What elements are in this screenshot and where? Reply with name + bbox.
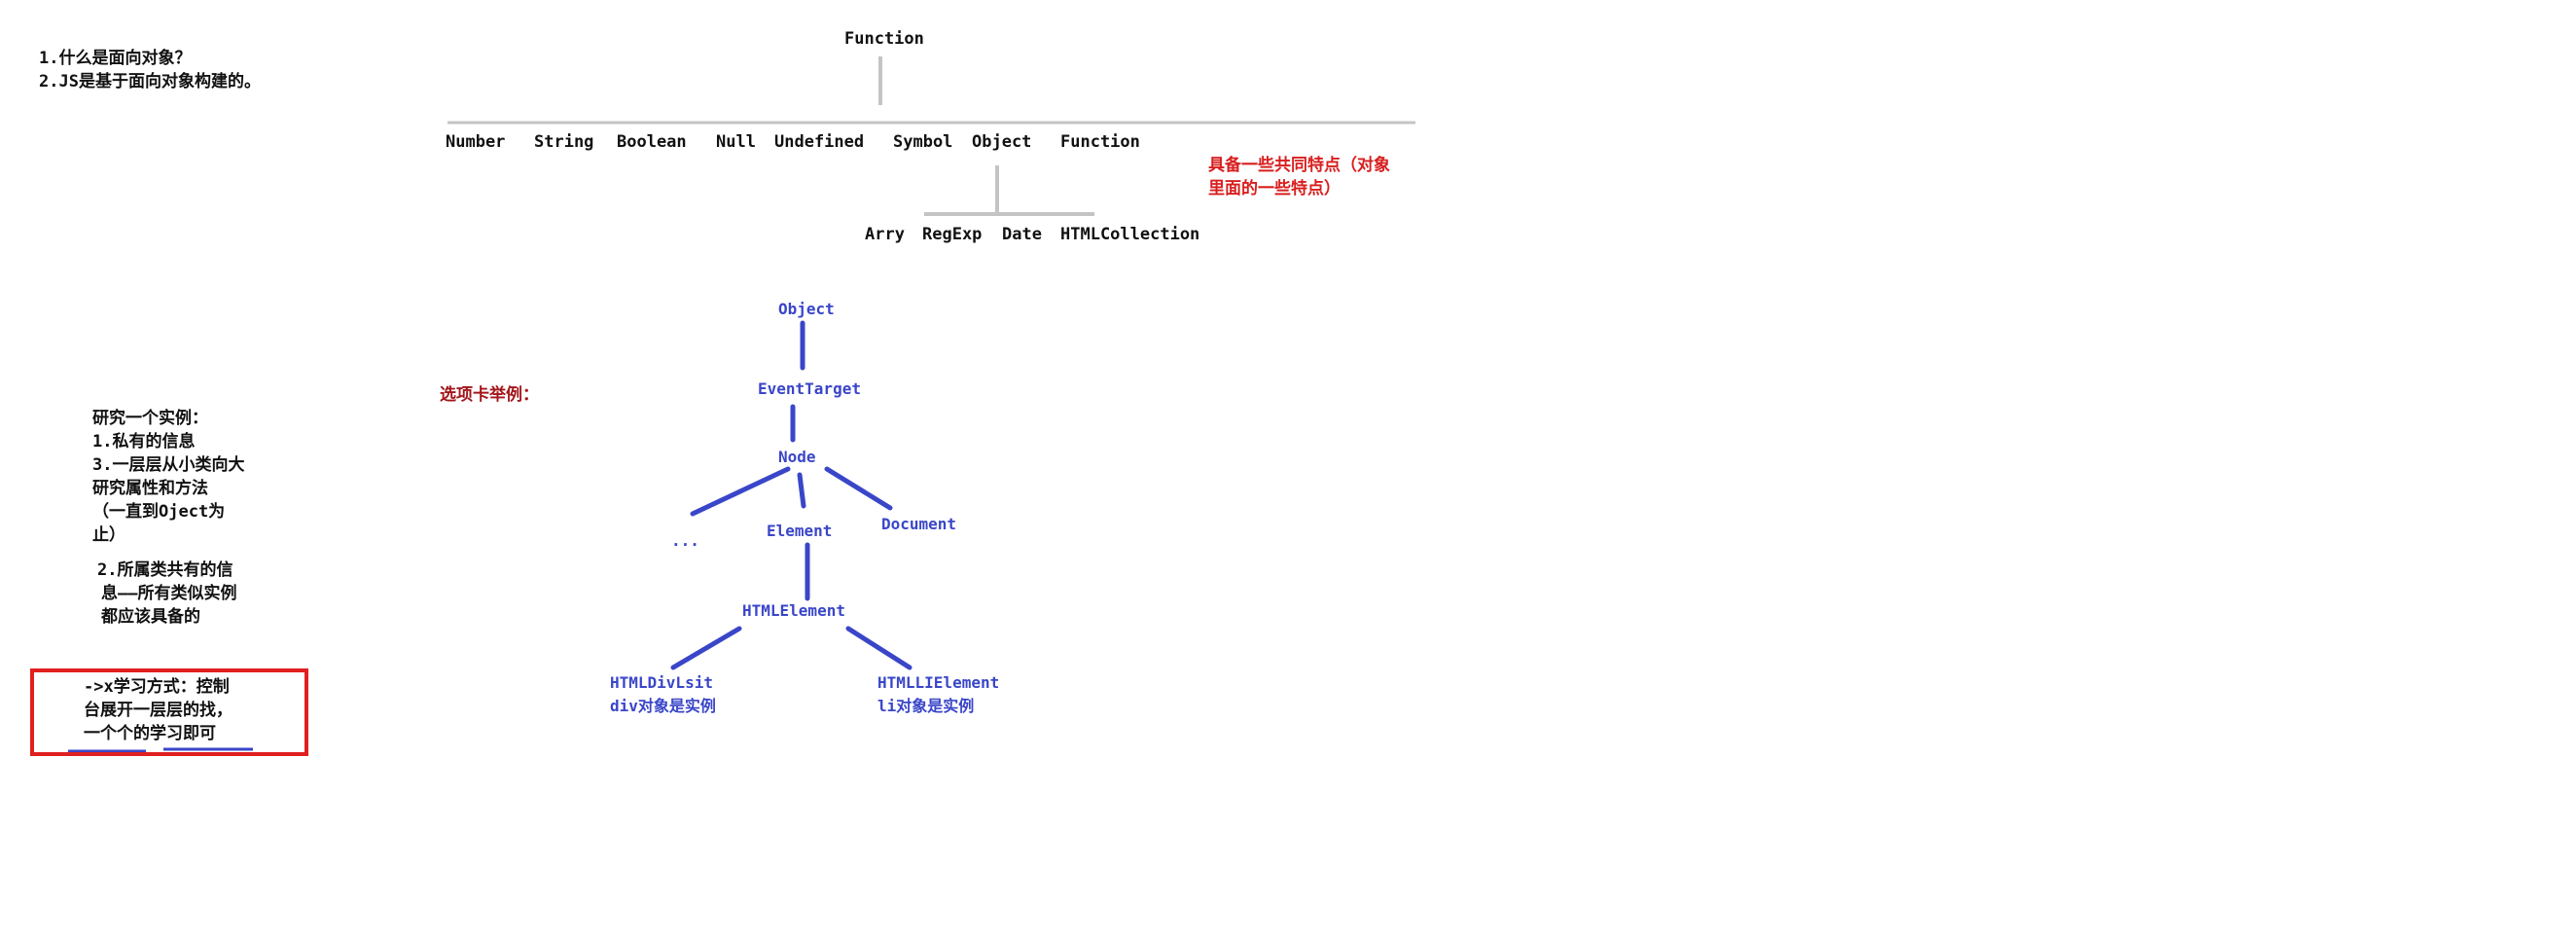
type-symbol: Symbol — [893, 132, 953, 152]
object-child-regexp: RegExp — [922, 225, 983, 244]
htmlelement-div-line — [670, 626, 742, 670]
object-child-htmlcollection: HTMLCollection — [1060, 225, 1200, 244]
dom-htmlelement: HTMLElement — [742, 601, 845, 620]
type-string: String — [534, 132, 594, 152]
shared-note-2: 息——所有类似实例 — [101, 584, 237, 603]
study-note-4: 研究属性和方法 — [92, 479, 208, 498]
type-number: Number — [446, 132, 506, 152]
dom-li-element: HTMLLIElement — [877, 673, 1000, 692]
tab-example-label: 选项卡举例： — [440, 385, 539, 405]
learning-box-line-1: ->x学习方式：控制 — [84, 677, 230, 697]
red-note-line-1: 具备一些共同特点（对象 — [1208, 156, 1390, 175]
learning-box-line-2: 台展开一层层的找， — [84, 701, 233, 720]
dom-node: Node — [778, 448, 816, 466]
dom-document: Document — [881, 515, 957, 533]
top-root-function: Function — [844, 29, 924, 49]
study-note-1: 研究一个实例： — [92, 409, 208, 428]
node-document-line — [824, 466, 893, 511]
node-element-line — [797, 472, 806, 509]
type-boolean: Boolean — [617, 132, 687, 152]
shared-note-3: 都应该具备的 — [101, 607, 200, 627]
type-object: Object — [972, 132, 1032, 152]
dom-div-element: HTMLDivLsit — [610, 673, 713, 692]
learning-method-box — [30, 668, 308, 756]
dom-object: Object — [778, 300, 835, 318]
htmlelement-li-line — [845, 626, 912, 670]
dom-div-note: div对象是实例 — [610, 697, 716, 715]
study-note-5: （一直到Oject为 — [92, 502, 226, 522]
dom-eventtarget: EventTarget — [758, 379, 861, 398]
shared-note-1: 2.所属类共有的信 — [97, 560, 233, 580]
question-2: 2.JS是基于面向对象构建的。 — [39, 72, 261, 91]
study-note-6: 止） — [92, 525, 125, 545]
type-null: Null — [716, 132, 756, 152]
dom-ellipsis: ... — [671, 531, 699, 550]
object-child-date: Date — [1002, 225, 1042, 244]
dom-li-note: li对象是实例 — [877, 697, 975, 715]
study-note-3: 3.一层层从小类向大 — [92, 455, 245, 475]
learning-box-line-3: 一个个的学习即可 — [84, 724, 216, 743]
red-note-line-2: 里面的一些特点） — [1208, 179, 1341, 198]
question-1: 1.什么是面向对象？ — [39, 49, 192, 68]
study-note-2: 1.私有的信息 — [92, 432, 196, 451]
node-ellipsis-line — [690, 466, 791, 517]
dom-element: Element — [767, 522, 833, 540]
object-child-arry: Arry — [865, 225, 905, 244]
type-function: Function — [1060, 132, 1140, 152]
type-undefined: Undefined — [774, 132, 865, 152]
